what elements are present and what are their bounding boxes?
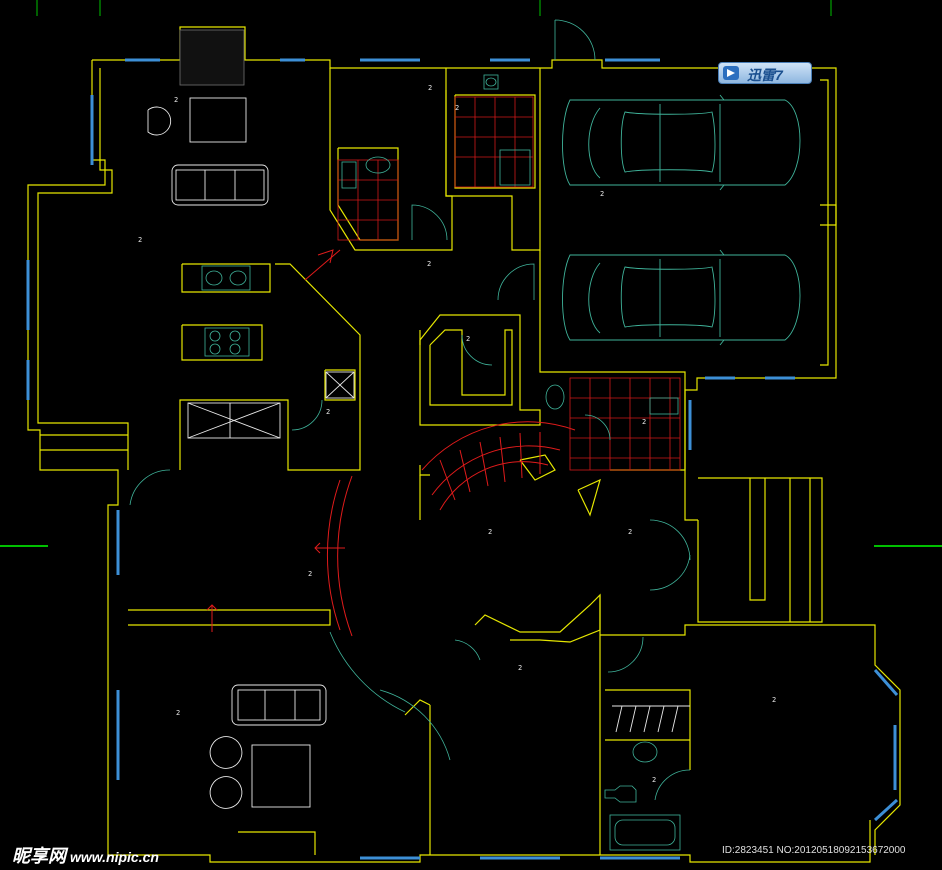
- room-label: 2: [772, 696, 776, 704]
- watermark-site-name: 昵享网: [12, 846, 66, 866]
- room-label: 2: [455, 104, 459, 112]
- walls: [27, 26, 901, 863]
- room-label: 2: [518, 664, 522, 672]
- bird-icon: [723, 66, 739, 80]
- room-label: 2: [326, 408, 330, 416]
- badge-label: 迅雷7: [747, 67, 783, 83]
- room-labels: 2 2 2 2 2 2 2 2 2 2 2 2 2 2 2 2: [138, 84, 776, 784]
- thunder-badge[interactable]: 迅雷7: [718, 62, 812, 84]
- door-swings: [129, 19, 691, 801]
- watermark-url: www.nipic.cn: [70, 849, 159, 865]
- staircase: [206, 249, 576, 637]
- room-label: 2: [308, 570, 312, 578]
- room-label: 2: [427, 260, 431, 268]
- room-label: 2: [488, 528, 492, 536]
- room-label: 2: [642, 418, 646, 426]
- windows: [26, 58, 899, 860]
- garage-cars: [562, 94, 801, 346]
- room-label: 2: [174, 96, 178, 104]
- room-label: 2: [428, 84, 432, 92]
- watermark-id: ID:2823451 NO:20120518092153672000: [722, 845, 906, 856]
- axis-markers: [0, 0, 942, 547]
- room-label: 2: [652, 776, 656, 784]
- room-label: 2: [466, 335, 470, 343]
- bathroom-tiles: [337, 96, 681, 471]
- room-label: 2: [628, 528, 632, 536]
- room-label: 2: [600, 190, 604, 198]
- fixtures: [201, 74, 681, 851]
- room-label: 2: [176, 709, 180, 717]
- room-label: 2: [138, 236, 142, 244]
- furniture: [147, 29, 690, 809]
